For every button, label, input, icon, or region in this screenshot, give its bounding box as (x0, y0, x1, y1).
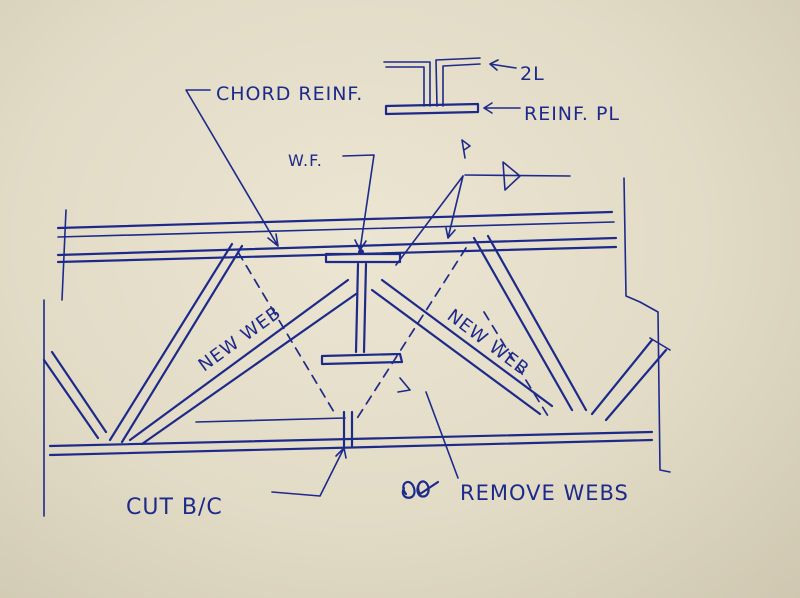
leader-cut-bc (271, 447, 347, 497)
left-end-line (43, 209, 67, 517)
right-end-line (623, 177, 671, 473)
leader-2l (489, 59, 517, 71)
weld-symbol (395, 139, 571, 266)
label-reinf-pl: REINF. PL (524, 103, 620, 125)
label-cut-bc: CUT B/C (126, 495, 223, 520)
removed-webs-dashed (237, 247, 549, 421)
leader-wf (342, 154, 375, 251)
new-web-right (370, 278, 554, 416)
leader-reinf-pl (483, 102, 521, 114)
label-remove-webs: REMOVE WEBS (460, 481, 629, 505)
label-2l: 2L (520, 63, 545, 85)
label-new-web-left: NEW WEB (195, 302, 286, 376)
cut-marks (342, 410, 354, 448)
leader-remove-webs (397, 377, 459, 479)
wf-point (358, 249, 364, 255)
section-detail-2l-plate (383, 57, 481, 116)
label-chord-reinf: CHORD REINF. (216, 83, 363, 105)
existing-webs (42, 234, 671, 444)
new-web-left (128, 278, 358, 446)
label-wf: W.F. (288, 151, 323, 170)
leader-chord-reinf (185, 89, 279, 247)
scribble-mark (401, 480, 440, 499)
